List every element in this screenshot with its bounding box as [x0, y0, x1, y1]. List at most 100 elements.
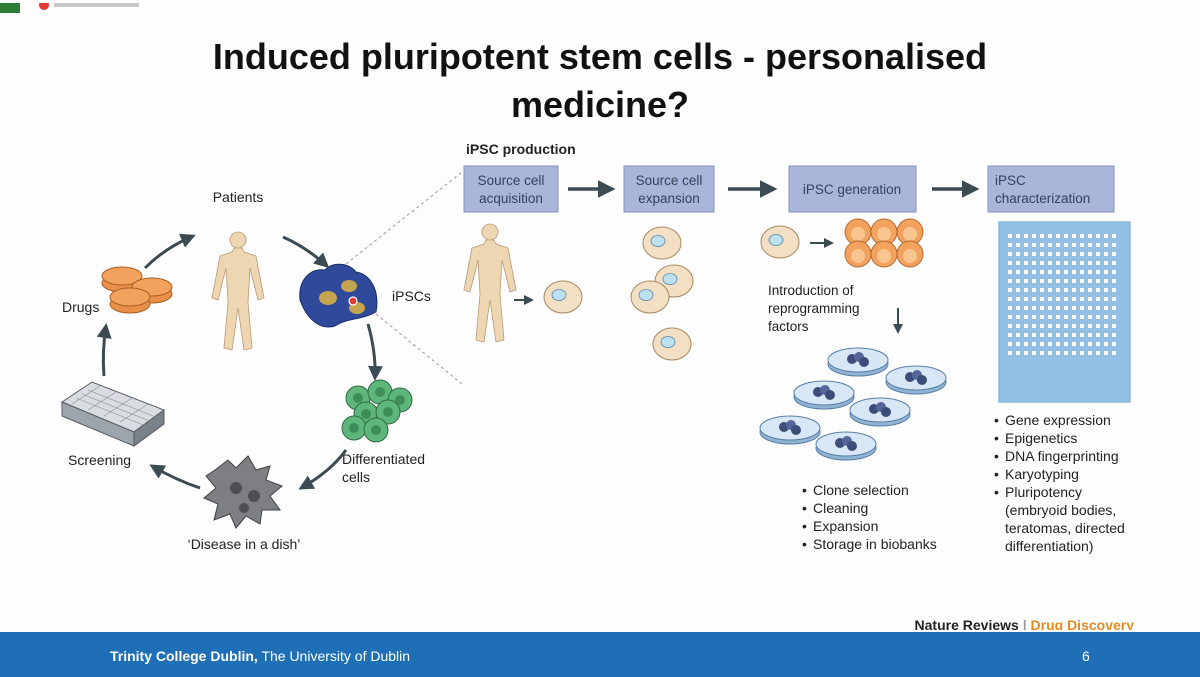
- array-spot: [1088, 306, 1092, 310]
- footer-org-bold: Trinity College Dublin,: [110, 648, 258, 664]
- array-spot: [1056, 243, 1060, 247]
- array-spot: [1056, 324, 1060, 328]
- char-sub-2: teratomas, directed: [1005, 520, 1125, 536]
- step-box-expansion: Source cell expansion: [623, 165, 715, 213]
- reprogramming-text-3: factors: [768, 319, 809, 334]
- characterization-array: [998, 221, 1131, 403]
- array-spot: [1024, 324, 1028, 328]
- array-spot: [1040, 306, 1044, 310]
- array-spot: [1112, 270, 1116, 274]
- array-spot: [1056, 333, 1060, 337]
- array-spot: [1080, 270, 1084, 274]
- array-spot: [1072, 243, 1076, 247]
- array-spot: [1064, 306, 1068, 310]
- array-spot: [1048, 252, 1052, 256]
- array-spot: [1112, 333, 1116, 337]
- array-spot: [1008, 306, 1012, 310]
- credit-line: Nature Reviews | Drug Discovery: [915, 617, 1135, 630]
- ipsc-colony: [844, 218, 924, 268]
- array-spot: [1080, 306, 1084, 310]
- array-spot: [1112, 342, 1116, 346]
- array-spot: [1024, 234, 1028, 238]
- array-spot: [1008, 297, 1012, 301]
- array-spot: [1080, 297, 1084, 301]
- array-spot: [1032, 270, 1036, 274]
- step-acquisition-line2: acquisition: [479, 191, 543, 206]
- array-spot: [1096, 279, 1100, 283]
- patients-label: Patients: [213, 189, 264, 205]
- array-spot: [1080, 234, 1084, 238]
- array-spot: [1104, 243, 1108, 247]
- bullet-dot: •: [994, 466, 999, 482]
- array-spot: [1112, 324, 1116, 328]
- clone-bullet-3: Expansion: [813, 518, 878, 534]
- array-spot: [1016, 333, 1020, 337]
- array-spot: [1104, 342, 1108, 346]
- array-spot: [1096, 297, 1100, 301]
- array-spot: [1056, 288, 1060, 292]
- array-spot: [1032, 261, 1036, 265]
- array-spot: [1008, 243, 1012, 247]
- array-spot: [1104, 351, 1108, 355]
- array-spot: [1040, 288, 1044, 292]
- array-spot: [1048, 234, 1052, 238]
- array-spot: [1056, 297, 1060, 301]
- array-spot: [1024, 297, 1028, 301]
- array-spot: [1048, 306, 1052, 310]
- disease-cells: [203, 455, 283, 529]
- step-expansion-line1: Source cell: [636, 173, 703, 188]
- array-spot: [1048, 279, 1052, 283]
- array-spot: [1016, 288, 1020, 292]
- array-spot: [1024, 270, 1028, 274]
- array-spot: [1112, 306, 1116, 310]
- array-spot: [1088, 324, 1092, 328]
- array-spot: [1080, 279, 1084, 283]
- array-spot: [1008, 288, 1012, 292]
- array-spot: [1016, 279, 1020, 283]
- array-spot: [1024, 333, 1028, 337]
- array-spot: [1056, 252, 1060, 256]
- array-spot: [1072, 324, 1076, 328]
- footer-org: Trinity College Dublin, The University o…: [110, 648, 410, 664]
- array-spot: [1008, 261, 1012, 265]
- clone-bullet-2: Cleaning: [813, 500, 868, 516]
- array-spot: [1032, 333, 1036, 337]
- green-control-icon[interactable]: [0, 3, 20, 13]
- array-spot: [1088, 243, 1092, 247]
- array-spot: [1096, 315, 1100, 319]
- drugs-pills: [101, 266, 173, 314]
- char-bullet-5: Pluripotency: [1005, 484, 1082, 500]
- array-spot: [1016, 270, 1020, 274]
- array-spot: [1032, 243, 1036, 247]
- array-spot: [1064, 270, 1068, 274]
- array-spot: [1112, 252, 1116, 256]
- array-spot: [1040, 234, 1044, 238]
- array-spot: [1016, 234, 1020, 238]
- array-spot: [1112, 234, 1116, 238]
- array-spot: [1112, 243, 1116, 247]
- array-spot: [1104, 333, 1108, 337]
- array-spot: [1016, 297, 1020, 301]
- array-spot: [1072, 342, 1076, 346]
- array-spot: [1112, 288, 1116, 292]
- array-spot: [1016, 306, 1020, 310]
- pre-reprogramming-cell: [760, 225, 800, 259]
- array-spot: [1080, 333, 1084, 337]
- clone-bullet-4: Storage in biobanks: [813, 536, 937, 552]
- array-spot: [1056, 279, 1060, 283]
- array-spot: [1064, 351, 1068, 355]
- array-spot: [1032, 315, 1036, 319]
- array-spot: [1040, 351, 1044, 355]
- array-spot: [1064, 288, 1068, 292]
- array-spot: [1064, 297, 1068, 301]
- array-spot: [1040, 342, 1044, 346]
- array-spot: [1016, 243, 1020, 247]
- array-spot: [1032, 234, 1036, 238]
- bullet-dot: •: [802, 536, 807, 552]
- step-characterization-line2: characterization: [995, 191, 1090, 206]
- top-strip-text: [54, 3, 139, 7]
- ipsc-cluster: [299, 263, 378, 328]
- array-spot: [1064, 315, 1068, 319]
- array-spot: [1088, 270, 1092, 274]
- slide-title-line1: Induced pluripotent stem cells - persona…: [212, 36, 988, 77]
